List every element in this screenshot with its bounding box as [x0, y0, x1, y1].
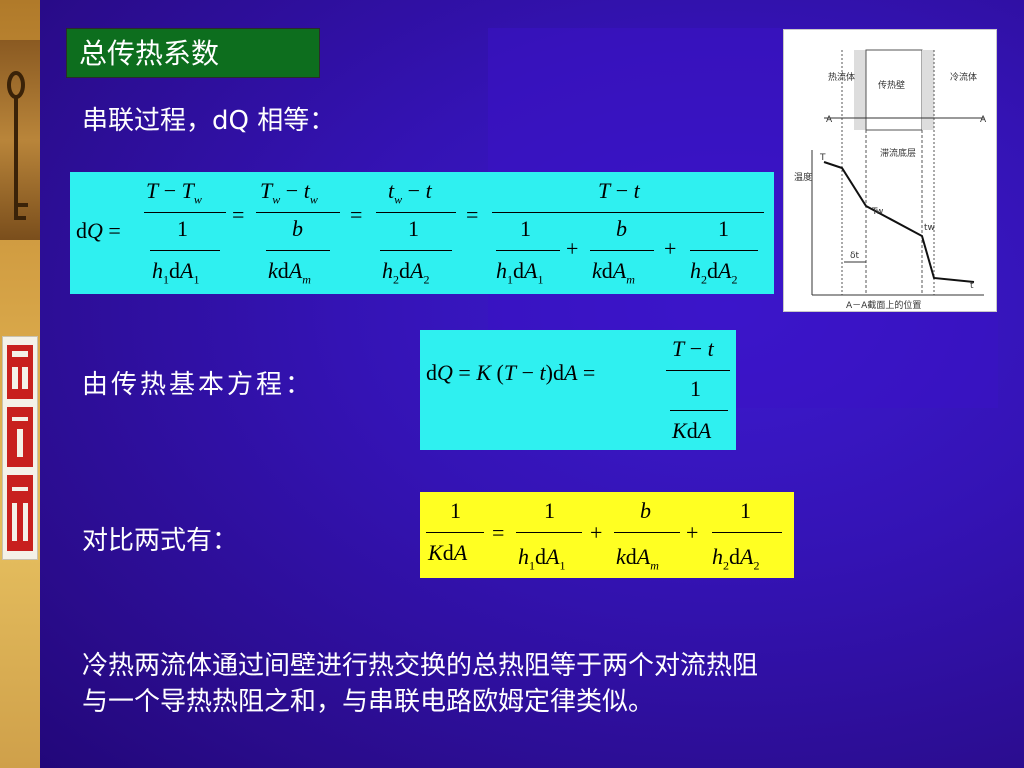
seal-image: [2, 336, 38, 560]
x-axis-label: A－A截面上的位置: [846, 299, 921, 311]
series-process-text: 串联过程，dQ 相等：: [82, 106, 336, 136]
formula-series-heat: dQ = T − Tw 1 h1dA1 = Tw − tw b kdAm = t…: [70, 172, 774, 294]
y-axis-label: 温度: [794, 171, 812, 183]
section-right-label: A: [980, 115, 987, 125]
key-icon: [7, 71, 28, 220]
conclusion-line-1: 冷热两流体通过间壁进行热交换的总热阻等于两个对流热阻: [82, 651, 759, 681]
conclusion-line-2: 与一个导热热阻之和，与串联电路欧姆定律类似。: [82, 687, 655, 717]
tw-label: tw: [924, 223, 935, 233]
temperature-profile-chart: 热流体 冷流体 传热壁 A A 温度 滞流底层 T Tw tw t δt A－A…: [794, 49, 987, 311]
cold-fluid-label: 冷流体: [950, 71, 977, 83]
t-label: t: [970, 281, 974, 291]
sublayer-label: 滞流底层: [880, 147, 916, 159]
hot-fluid-label: 热流体: [828, 71, 855, 83]
basic-equation-text: 由传热基本方程：: [82, 370, 315, 400]
formula-basic-heat: dQ = K (T − t)dA = T − t 1 KdA: [420, 330, 736, 450]
Tw-label: Tw: [871, 207, 883, 217]
key-image: [0, 40, 40, 240]
seal-icon: [7, 345, 33, 551]
heat-transfer-diagram: 热流体 冷流体 传热壁 A A 温度 滞流底层 T Tw tw t δt A－A…: [783, 29, 997, 312]
section-left-label: A: [826, 115, 833, 125]
comparison-text: 对比两式有：: [82, 526, 239, 556]
formula-total-resistance: 1 KdA = 1 h1dA1 + b kdAm + 1 h2dA2: [420, 492, 794, 578]
wall-label: 传热壁: [878, 79, 905, 91]
delta-label: δt: [850, 251, 860, 261]
slide-title: 总传热系数: [66, 28, 320, 78]
T-label: T: [819, 153, 826, 163]
